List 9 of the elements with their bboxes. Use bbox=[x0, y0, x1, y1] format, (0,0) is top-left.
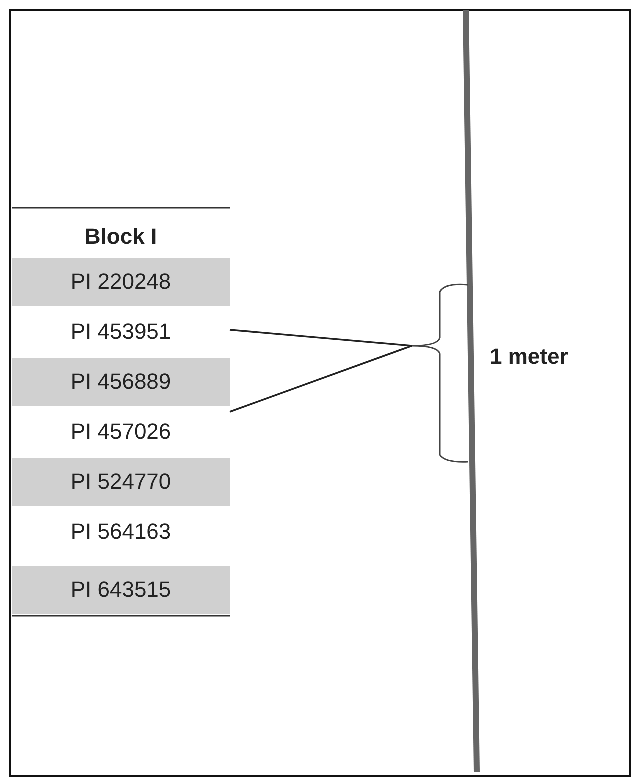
table-cell-text: PI 453951 bbox=[70, 318, 172, 346]
scale-label: 1 meter bbox=[490, 344, 568, 370]
table-cell: PI 220248 bbox=[12, 258, 230, 306]
table-header: Block I bbox=[84, 223, 158, 251]
table-cell-text: PI 564163 bbox=[70, 518, 172, 546]
table-cell: PI 456889 bbox=[12, 358, 230, 406]
table-cell-text: PI 457026 bbox=[70, 418, 172, 446]
table-cell: PI 643515 bbox=[12, 566, 230, 614]
table-cell: PI 524770 bbox=[12, 458, 230, 506]
